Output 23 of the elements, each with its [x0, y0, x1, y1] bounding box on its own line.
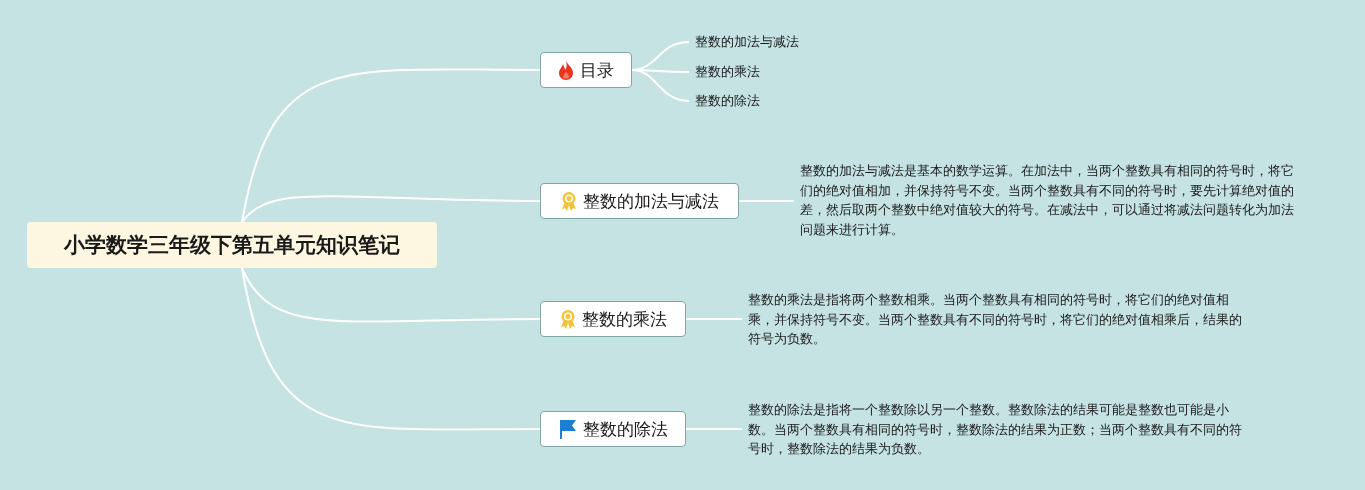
note-text: 整数的加法与减法是基本的数学运算。在加法中，当两个整数具有相同的符号时，将它们的绝对值相加，并保持符号不变。当两个整数具有不同的符号时，要先计算绝对值的差，然后取两个整数中绝对值较大的符号。在减法中，可以通过将减法问题转化为加法问题来进行计算。 [800, 161, 1300, 241]
branch-line [241, 68, 541, 223]
topic-label: 整数的加法与减法 [582, 189, 719, 213]
branch-line [685, 428, 743, 430]
note-text: 整数的乘法是指将两个整数相乘。当两个整数具有相同的符号时，将它们的绝对值相乘，并保持符号不变。当两个整数具有不同的符号时，将它们的绝对值相乘后，结果的符号为负数。 [748, 290, 1248, 350]
branch-line [241, 267, 541, 431]
topic-label: 目录 [580, 58, 614, 82]
branch-line [241, 267, 541, 323]
topic-box [540, 183, 739, 219]
note-text: 整数的除法是指将一个整数除以另一个整数。整数除法的结果可能是整数也可能是小数。当两个整数具有相同的符号时，整数除法的结果为正数；当两个整数具有不同的符号时，整数除法的结果为负数。 [748, 400, 1248, 460]
branch-line [631, 69, 690, 102]
branch-line [738, 200, 795, 202]
topic-box [540, 52, 632, 88]
topic-label: 整数的乘法 [581, 307, 667, 331]
topic-label: 整数的除法 [582, 417, 668, 441]
list-item: 整数的乘法 [695, 63, 825, 81]
topic-box [540, 301, 686, 337]
central-topic: 小学数学三年级下第五单元知识笔记 [27, 222, 437, 268]
list-item: 整数的除法 [695, 92, 825, 110]
topic-box [540, 411, 686, 447]
branch-line [241, 195, 541, 223]
list-item: 整数的加法与减法 [695, 33, 825, 51]
branch-line [685, 318, 743, 320]
